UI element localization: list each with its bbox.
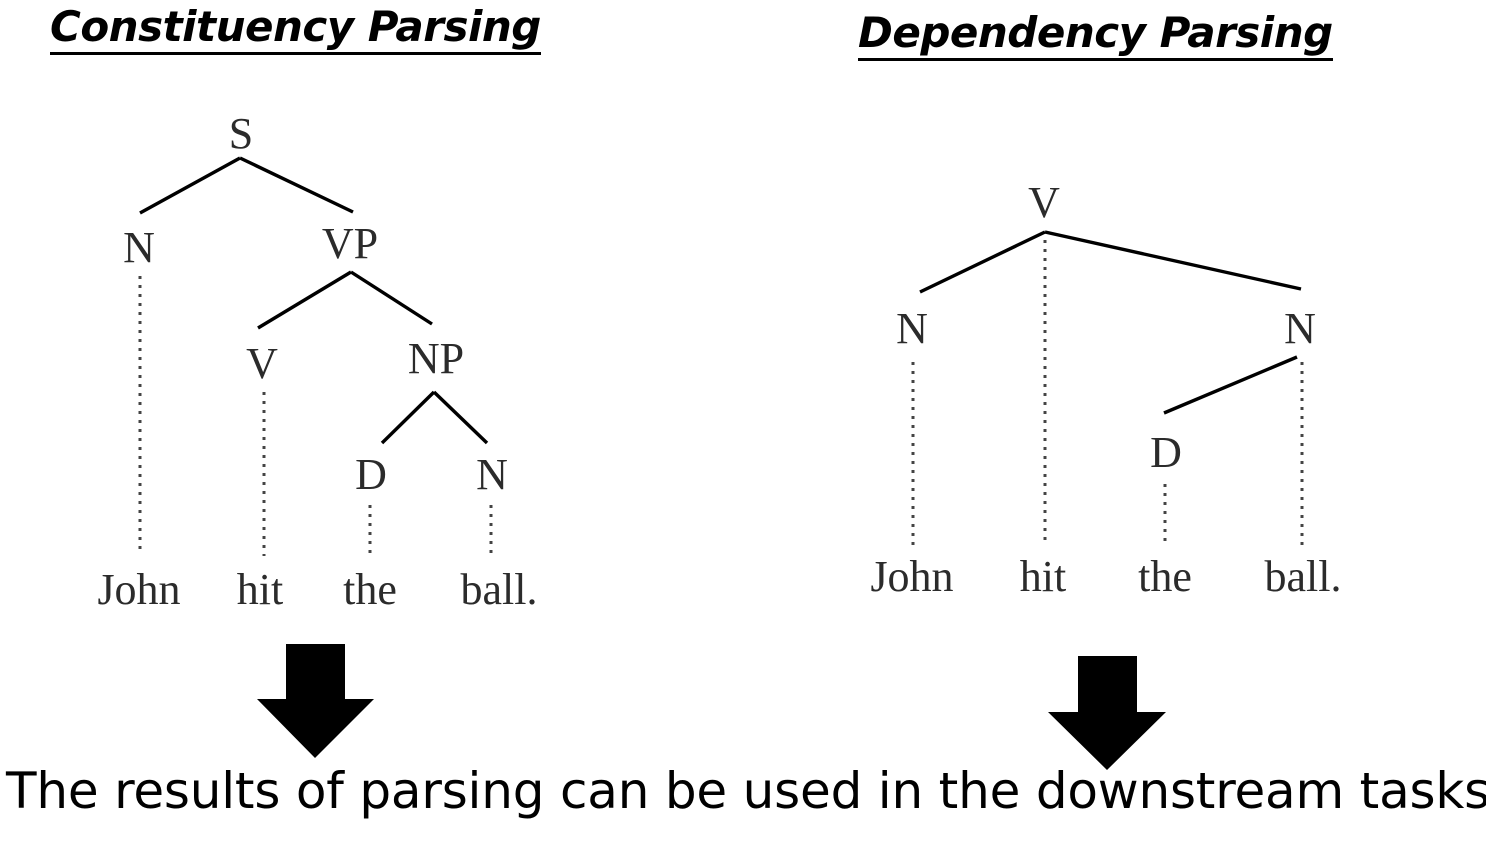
down-arrow-icon — [257, 644, 374, 758]
node-s: S — [229, 109, 253, 158]
constituency-parsing-heading: Constituency Parsing — [50, 2, 541, 55]
node-np: NP — [408, 334, 464, 383]
edge-np-d — [380, 390, 436, 445]
word-hit: hit — [237, 565, 283, 614]
edge-vp-v — [257, 270, 352, 330]
word-the: the — [1138, 552, 1192, 601]
word-ball: ball. — [461, 565, 538, 614]
down-arrow-icon — [1048, 656, 1166, 770]
edge-s-n — [139, 156, 241, 215]
node-v: V — [246, 339, 278, 388]
edge-s-vp — [239, 156, 354, 214]
edge-v-n-left — [919, 230, 1046, 294]
node-n2: N — [476, 450, 508, 499]
word-ball: ball. — [1265, 552, 1342, 601]
node-n: N — [123, 223, 155, 272]
footer-caption: The results of parsing can be used in th… — [6, 762, 1486, 820]
edge-n-right-d — [1163, 355, 1298, 415]
dependency-parsing-heading: Dependency Parsing — [858, 8, 1333, 61]
word-the: the — [343, 565, 397, 614]
edge-v-n-right — [1044, 230, 1302, 291]
word-john: John — [870, 552, 953, 601]
node-vp: VP — [322, 219, 378, 268]
node-n-left: N — [896, 304, 928, 353]
dependency-tree: V N N D John hit the ball. — [870, 178, 1341, 770]
node-n-right: N — [1284, 304, 1316, 353]
word-john: John — [97, 565, 180, 614]
edge-vp-np — [350, 270, 433, 326]
word-hit: hit — [1020, 552, 1066, 601]
node-v: V — [1028, 178, 1060, 227]
node-d: D — [355, 450, 387, 499]
node-d: D — [1150, 428, 1182, 477]
constituency-tree: S N VP V NP D N John hit the ball. — [97, 109, 537, 758]
edge-np-n — [432, 390, 489, 445]
